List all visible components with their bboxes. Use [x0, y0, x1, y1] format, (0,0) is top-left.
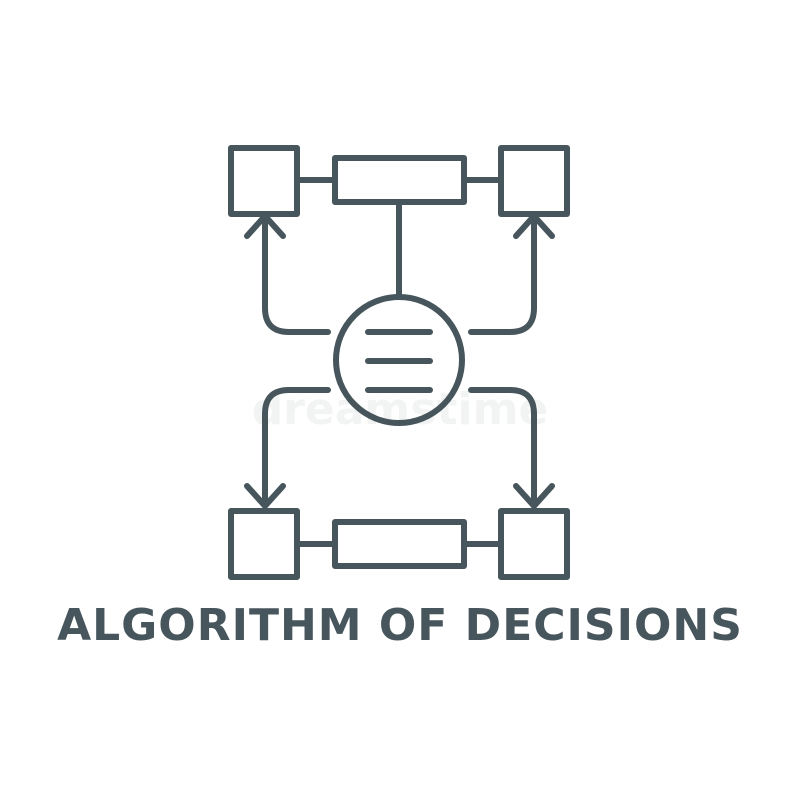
- top-process-bar: [332, 155, 467, 205]
- arrow-down-left-path: [262, 387, 331, 507]
- top-left-box: [228, 145, 300, 217]
- decision-node: [333, 294, 465, 426]
- bottom-right-box: [498, 508, 570, 580]
- arrow-up-left-head: [244, 213, 286, 239]
- watermark: dreamstime: [252, 384, 549, 435]
- arrow-up-right-path: [468, 215, 537, 335]
- arrow-up-right-head: [513, 213, 555, 239]
- bottom-process-bar: [332, 519, 467, 569]
- arrow-down-left-head: [244, 483, 286, 509]
- icon-caption: ALGORITHM OF DECISIONS: [57, 600, 743, 651]
- bottom-left-box: [228, 508, 300, 580]
- arrow-down-right-path: [468, 387, 537, 507]
- arrow-down-right-head: [513, 483, 555, 509]
- arrow-up-left-path: [262, 215, 331, 335]
- top-right-box: [498, 145, 570, 217]
